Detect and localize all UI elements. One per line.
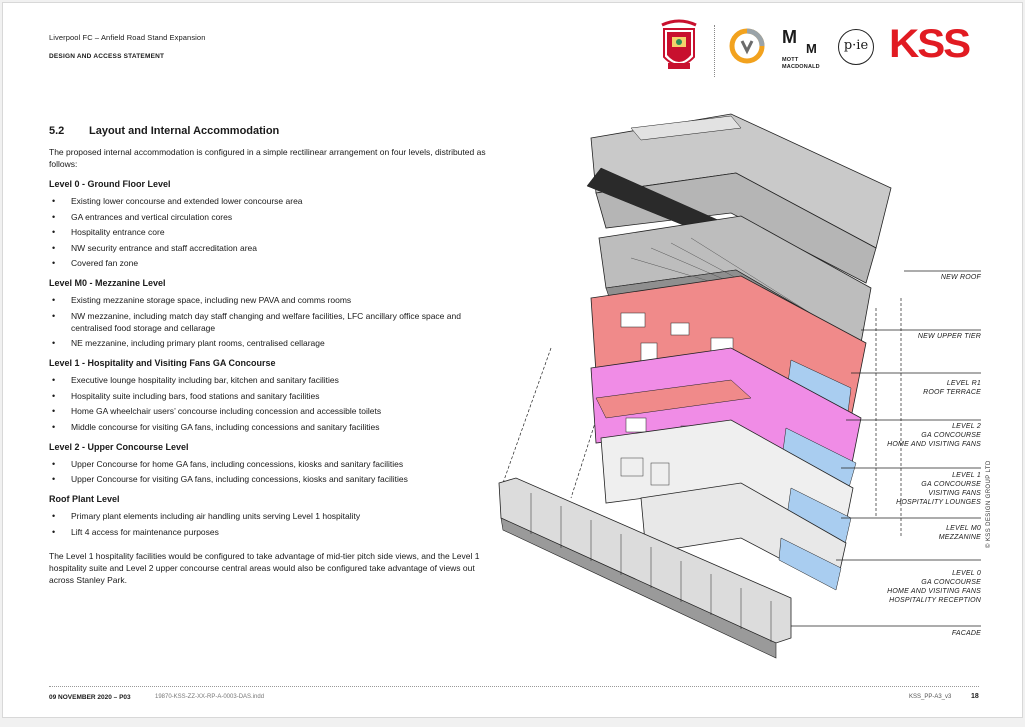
list-item: NW mezzanine, including match day staff … (49, 310, 499, 334)
copyright-note: © KSS DESIGN GROUP LTD (986, 460, 992, 548)
level-m0-heading: Level M0 - Mezzanine Level (49, 278, 166, 288)
footer-code: KSS_PP-A3_v3 (909, 694, 952, 700)
list-item: Covered fan zone (49, 257, 499, 269)
list-item: Existing lower concourse and extended lo… (49, 195, 499, 207)
closing-paragraph: The Level 1 hospitality facilities would… (49, 550, 480, 585)
section-heading: 5.2 Layout and Internal Accommodation (49, 125, 499, 137)
section-title: Layout and Internal Accommodation (89, 125, 280, 137)
mott-line-2: MACDONALD (782, 64, 820, 70)
list-item: Home GA wheelchair users’ concourse incl… (49, 405, 499, 417)
roof-plant-list: Primary plant elements including air han… (49, 510, 499, 538)
footer-divider (49, 686, 979, 687)
logo-strip: M M MOTT MACDONALD p·ie KSS (658, 17, 988, 81)
list-item: Upper Concourse for home GA fans, includ… (49, 458, 499, 470)
list-item: Hospitality suite including bars, food s… (49, 390, 499, 402)
facade-layer (498, 477, 792, 659)
list-item: Middle concourse for visiting GA fans, i… (49, 421, 499, 433)
section-content: 5.2 Layout and Internal Accommodation The… (49, 125, 499, 593)
list-item: Lift 4 access for maintenance purposes (49, 526, 499, 538)
project-title: Liverpool FC – Anfield Road Stand Expans… (49, 33, 206, 42)
level-2-heading: Level 2 - Upper Concourse Level (49, 441, 189, 452)
logo-divider (714, 25, 715, 77)
exploded-axonometric-diagram (498, 113, 981, 659)
level-1-heading: Level 1 - Hospitality and Visiting Fans … (49, 358, 276, 368)
list-item: Upper Concourse for visiting GA fans, in… (49, 473, 499, 485)
page-number: 18 (971, 693, 979, 700)
label-leader-lines (791, 270, 981, 627)
section-number: 5.2 (49, 125, 65, 137)
level-m0-list: Existing mezzanine storage space, includ… (49, 294, 499, 349)
mott-mark-small: M (806, 41, 817, 56)
kss-logo: KSS (889, 22, 971, 66)
list-item: NE mezzanine, including primary plant ro… (49, 337, 499, 349)
list-item: Existing mezzanine storage space, includ… (49, 294, 499, 306)
footer-filename: 19870-KSS-ZZ-XX-RP-A-0003-DAS.indd (155, 694, 265, 700)
document-title: DESIGN AND ACCESS STATEMENT (49, 53, 165, 60)
list-item: Hospitality entrance core (49, 226, 499, 238)
level-2-list: Upper Concourse for home GA fans, includ… (49, 458, 499, 486)
roof-plant-heading: Roof Plant Level (49, 494, 120, 504)
partner-ring-icon (729, 28, 765, 64)
level-0-layer (640, 482, 847, 591)
mott-mark: M (782, 27, 797, 47)
pie-logo: p·ie (838, 29, 874, 65)
mott-line-1: MOTT (782, 57, 799, 63)
list-item: NW security entrance and staff accredita… (49, 242, 499, 254)
lfc-crest-icon (661, 19, 697, 69)
list-item: Executive lounge hospitality including b… (49, 374, 499, 386)
list-item: GA entrances and vertical circulation co… (49, 211, 499, 223)
footer-date: 09 NOVEMBER 2020 – P03 (49, 694, 131, 701)
list-item: Primary plant elements including air han… (49, 510, 499, 522)
level-0-list: Existing lower concourse and extended lo… (49, 195, 499, 269)
level-0-heading: Level 0 - Ground Floor Level (49, 179, 171, 189)
level-1-list: Executive lounge hospitality including b… (49, 374, 499, 433)
mott-macdonald-logo: M M MOTT MACDONALD (780, 27, 836, 75)
intro-paragraph: The proposed internal accommodation is c… (49, 147, 486, 169)
